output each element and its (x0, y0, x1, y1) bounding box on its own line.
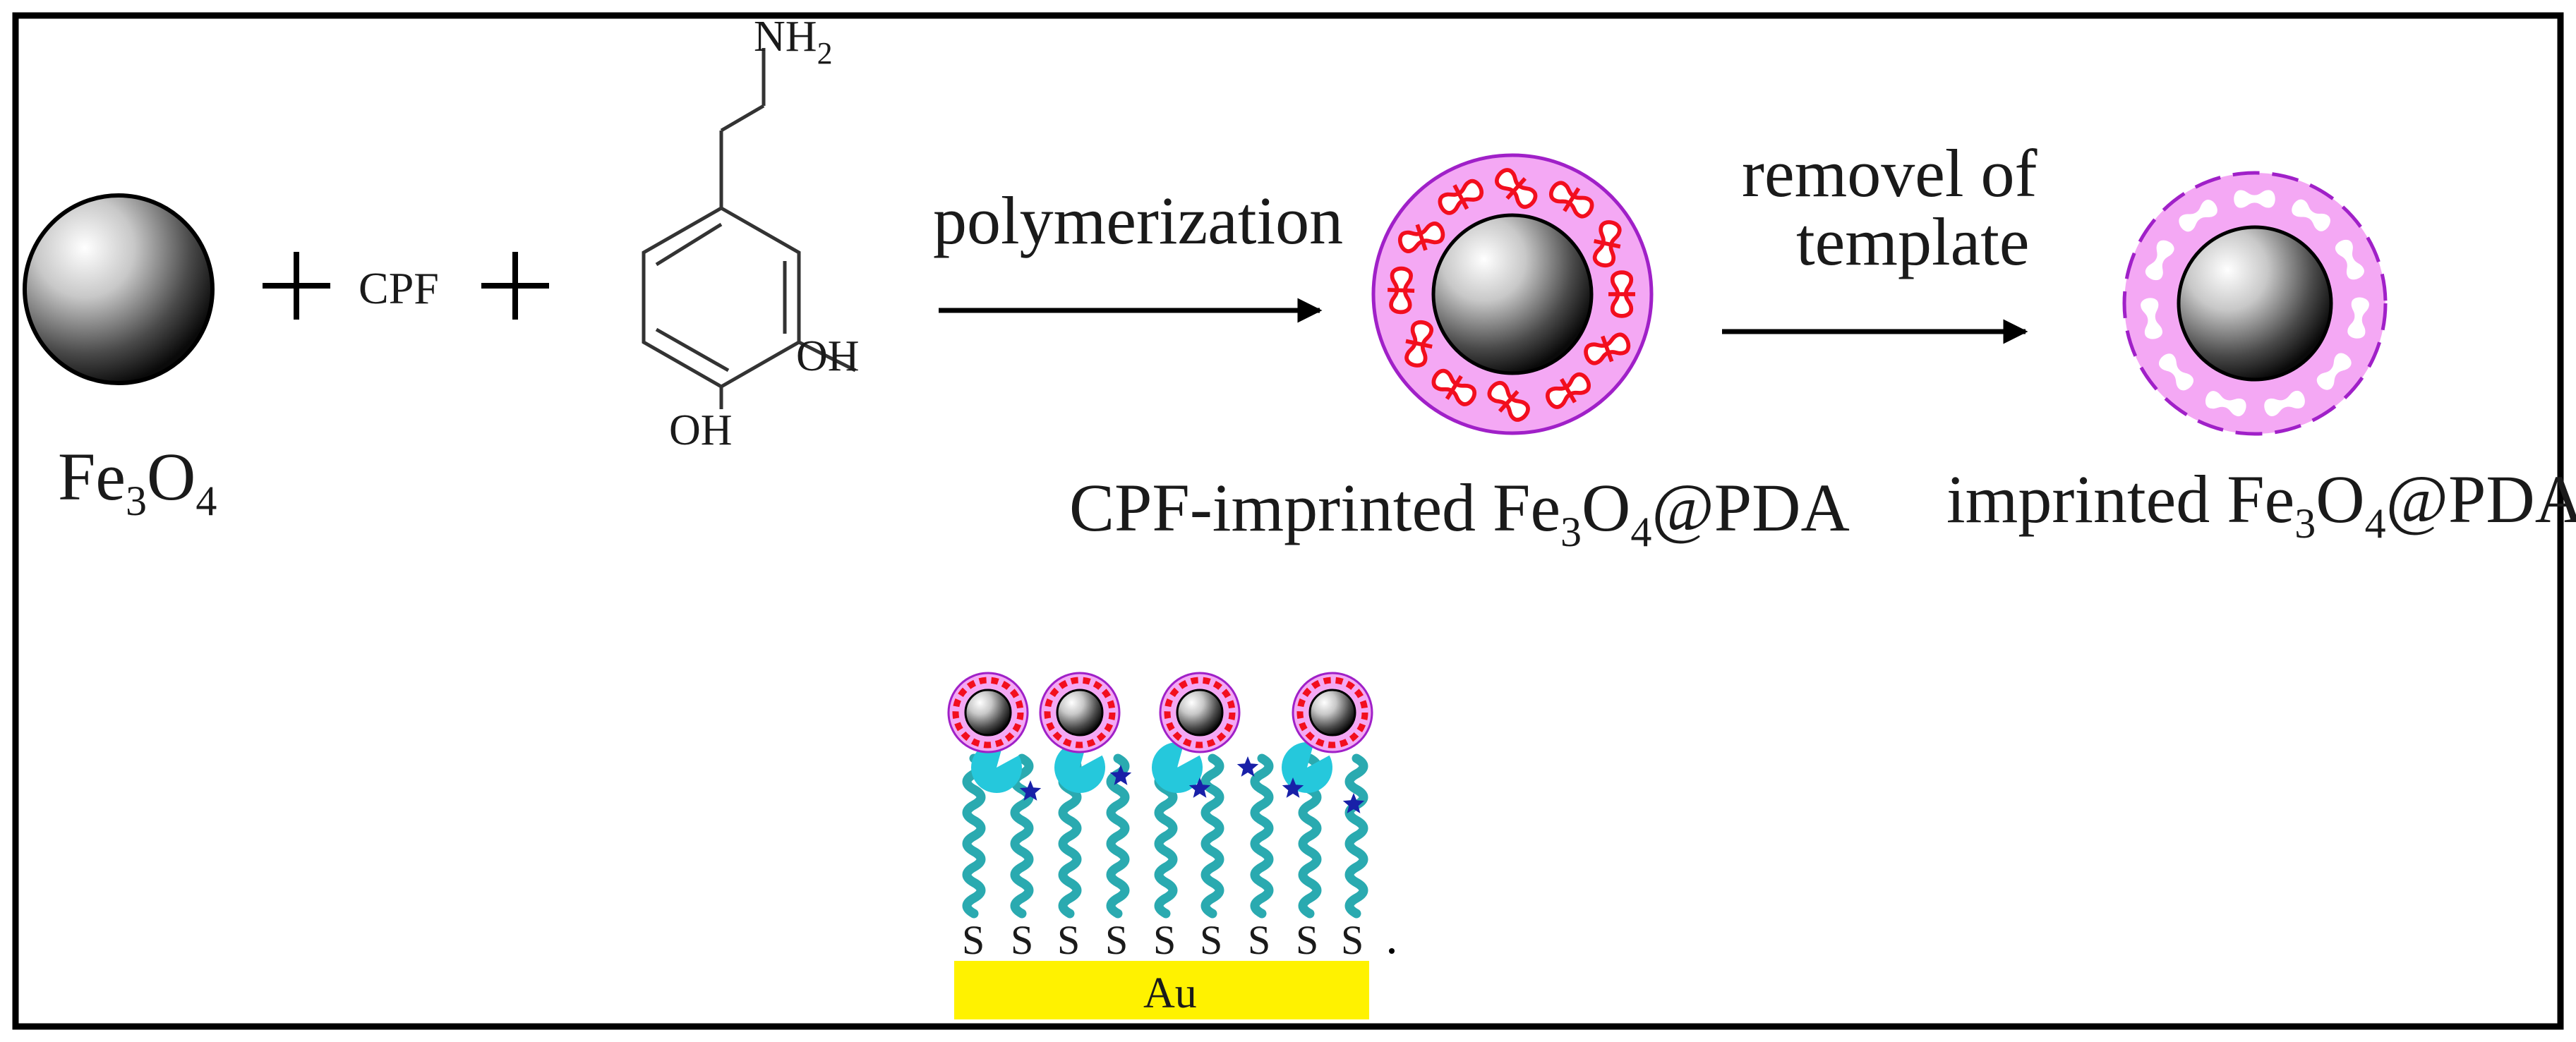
cpf-imprinted-particle (1371, 153, 1654, 435)
cpf-template-molecule (1608, 272, 1635, 316)
gold-label: Au (1143, 969, 1197, 1017)
sensor-particle (1039, 672, 1121, 753)
sulfur-label: S (1105, 917, 1128, 963)
sensor-particle (947, 672, 1029, 753)
gold-electrode (954, 961, 1369, 1019)
sulfur-label: S (1057, 917, 1080, 963)
sulfur-label: S (1248, 917, 1270, 963)
nh2-label: NH2 (754, 13, 833, 71)
sulfur-label: S (1011, 917, 1033, 963)
star-marker (1282, 777, 1304, 798)
star-marker (1109, 765, 1132, 785)
linker-chain (1200, 753, 1224, 919)
dopamine-structure (642, 48, 857, 409)
linker-chain (1344, 753, 1368, 919)
binding-site (1282, 742, 1333, 793)
cpf-imprinted-label: CPF-imprinted Fe3O4@PDA (1069, 470, 1850, 555)
sulfur-label: S (1296, 917, 1318, 963)
linker-chain (1010, 753, 1034, 919)
cpf-label: CPF (359, 263, 439, 313)
plus-sign-2 (481, 252, 549, 320)
sulfur-label: S (1341, 917, 1364, 963)
imprinted-particle (2122, 171, 2388, 436)
star-markers (1019, 756, 1365, 813)
sensor-particle (1292, 672, 1373, 753)
plus-sign-1 (263, 252, 330, 320)
sensor-particle (1159, 672, 1241, 753)
oh-label-right: OH (796, 332, 860, 380)
star-marker (1236, 756, 1259, 777)
cpf-template-molecule (1387, 268, 1415, 313)
oh-label-bottom: OH (669, 406, 733, 454)
figure-border (12, 12, 2564, 1030)
star-marker (1342, 793, 1365, 813)
linker-chain (1250, 753, 1274, 919)
binding-site (1152, 742, 1203, 793)
linker-chain (1106, 753, 1130, 919)
sulfur-label: S (1200, 917, 1222, 963)
polymerization-label: polymerization (933, 183, 1343, 258)
imprinted-label: imprinted Fe3O4@PDA (1946, 461, 2576, 547)
linker-chain (962, 753, 986, 919)
removal-label-line1: removel of (1742, 135, 2038, 211)
star-marker (1019, 780, 1042, 801)
sensor-particles (947, 672, 1373, 753)
fe3o4-label: Fe3O4 (58, 439, 217, 524)
binding-site (971, 742, 1022, 793)
trailing-dot (1389, 948, 1395, 954)
binding-site (1054, 742, 1105, 793)
fe3o4-particle (23, 193, 215, 385)
star-marker (1188, 777, 1211, 798)
binding-sites (971, 742, 1333, 793)
sulfur-label: S (962, 917, 985, 963)
removal-label-line2: template (1796, 204, 2030, 279)
sulfur-label: S (1153, 917, 1176, 963)
